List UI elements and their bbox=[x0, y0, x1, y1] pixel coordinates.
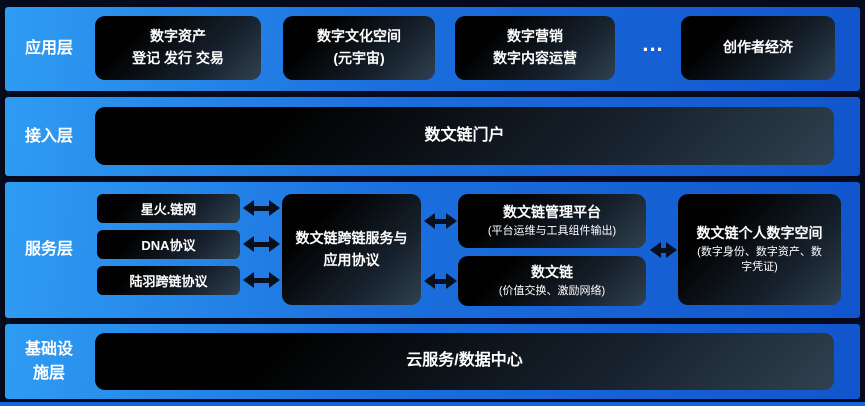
arrow-bar bbox=[254, 205, 269, 211]
double-arrow-dna-icon bbox=[243, 236, 280, 252]
box-luyu-crosschain-protocol-label: 陆羽跨链协议 bbox=[129, 274, 208, 289]
ellipsis: ... bbox=[642, 31, 664, 56]
arrow-bar bbox=[435, 278, 446, 284]
box-portal: 数文链门户 bbox=[95, 107, 834, 165]
box-dna-protocol-label: DNA协议 bbox=[141, 238, 196, 253]
box-digital-assets-line2: 登记 发行 交易 bbox=[132, 50, 224, 66]
box-cloud-datacenter: 云服务/数据中心 bbox=[95, 333, 834, 390]
layer-label-application: 应用层 bbox=[24, 40, 73, 58]
box-xinghuo-chain: 星火.链网 bbox=[97, 194, 240, 223]
box-crosschain-service: 数文链跨链服务与 应用协议 bbox=[282, 194, 421, 305]
box-shuwenlian-network-line2: (价值交换、激励网络) bbox=[498, 285, 606, 298]
box-crosschain-service-line1: 数文链跨链服务与 bbox=[295, 229, 408, 246]
double-arrow-personal-space-icon bbox=[650, 242, 677, 258]
arrow-bar bbox=[661, 247, 666, 253]
double-arrow-shuwenlian-icon bbox=[424, 273, 457, 289]
arrow-bar bbox=[254, 241, 269, 247]
box-xinghuo-chain-label: 星火.链网 bbox=[140, 202, 197, 217]
box-creator-economy-label: 创作者经济 bbox=[723, 39, 793, 56]
layer-label-access: 接入层 bbox=[24, 127, 73, 145]
box-personal-digital-space-line2: (数字身份、数字资产、数 bbox=[697, 245, 822, 258]
layer-row-access: 接入层 数文链门户 bbox=[5, 97, 860, 176]
box-digital-marketing: 数字营销 数字内容运营 bbox=[455, 16, 615, 80]
arrow-bar bbox=[435, 218, 446, 224]
box-management-platform: 数文链管理平台 (平台运维与工具组件输出) bbox=[458, 194, 646, 248]
layer-label-infrastructure: 基础设施层 bbox=[24, 341, 73, 382]
box-personal-digital-space-line1: 数文链个人数字空间 bbox=[696, 225, 823, 242]
box-creator-economy: 创作者经济 bbox=[681, 16, 835, 80]
box-cloud-datacenter-label: 云服务/数据中心 bbox=[406, 352, 523, 370]
box-digital-culture-space-line1: 数字文化空间 bbox=[317, 28, 401, 45]
double-arrow-management-icon bbox=[424, 213, 457, 229]
layer-label-service: 服务层 bbox=[24, 241, 73, 259]
box-dna-protocol: DNA协议 bbox=[97, 230, 240, 259]
box-crosschain-service-line2: 应用协议 bbox=[323, 251, 380, 268]
double-arrow-xinghuo-icon bbox=[243, 200, 280, 216]
box-shuwenlian-network: 数文链 (价值交换、激励网络) bbox=[458, 256, 646, 306]
box-portal-label: 数文链门户 bbox=[424, 126, 505, 144]
layer-row-application: 应用层 数字资产 登记 发行 交易 数字文化空间 (元宇宙) 数字营销 数字内容… bbox=[5, 7, 860, 91]
arrow-bar bbox=[254, 277, 269, 283]
box-shuwenlian-network-line1: 数文链 bbox=[531, 264, 573, 281]
box-management-platform-line1: 数文链管理平台 bbox=[503, 204, 601, 221]
box-digital-marketing-line1: 数字营销 bbox=[507, 28, 563, 45]
bottom-border bbox=[0, 402, 865, 406]
layer-row-infrastructure: 基础设施层 云服务/数据中心 bbox=[5, 324, 860, 399]
box-personal-digital-space: 数文链个人数字空间 (数字身份、数字资产、数 字凭证) bbox=[678, 194, 841, 305]
box-digital-assets-line1: 数字资产 bbox=[150, 28, 206, 45]
double-arrow-luyu-icon bbox=[243, 272, 280, 288]
box-luyu-crosschain-protocol: 陆羽跨链协议 bbox=[97, 266, 240, 295]
box-digital-assets: 数字资产 登记 发行 交易 bbox=[95, 16, 261, 80]
box-digital-culture-space: 数字文化空间 (元宇宙) bbox=[283, 16, 435, 80]
box-management-platform-line2: (平台运维与工具组件输出) bbox=[487, 225, 617, 238]
box-digital-culture-space-line2: (元宇宙) bbox=[333, 50, 385, 66]
layer-row-service: 服务层 星火.链网 DNA协议 陆羽跨链协议 数文链跨链服务与 应用协议 数文链… bbox=[5, 182, 860, 318]
box-digital-marketing-line2: 数字内容运营 bbox=[493, 50, 577, 66]
box-personal-digital-space-line3: 字凭证) bbox=[741, 261, 778, 274]
